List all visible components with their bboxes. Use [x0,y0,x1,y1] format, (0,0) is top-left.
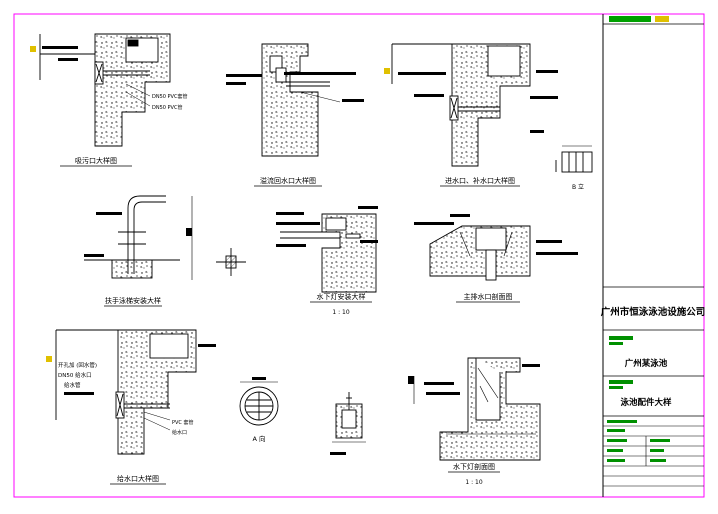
detail-skimmer: DN50 PVC套管 DN50 PVC管 吸污口大样图 [30,33,187,167]
detail-gutter: 水下灯剖面图 1 : 10 [408,357,541,486]
view-a-label: A 向 [252,434,265,443]
ladder-caption: 扶手泳梯安装大样 [105,296,161,305]
title-header-tag [655,16,669,22]
title-header-bar [609,16,651,22]
light-scale: 1 : 10 [332,309,349,316]
detail-ladder: 扶手泳梯安装大样 [84,195,246,307]
return-note-3: 给水管 [64,381,81,389]
return-note-5: 给水口 [172,429,187,436]
title-block: 广州市恒泳泳池设施公司 广州某泳池 泳池配件大样 [601,16,706,487]
detail-plan-view: B 立 [555,145,593,191]
gutter-caption: 水下灯剖面图 [453,462,495,471]
signoff-grid [603,425,704,487]
company-name: 广州市恒泳泳池设施公司 [601,306,706,318]
detail-pit [330,392,366,455]
overflow-caption: 溢流回水口大样图 [260,176,316,185]
detail-view-a: A 向 [239,377,279,443]
return-note-2: DN50 给水口 [58,371,92,379]
drawing-title: 泳池配件大样 [620,397,672,408]
plan-view-label: B 立 [572,183,584,191]
main-drain-caption: 主排水口剖面图 [464,292,513,301]
skimmer-note-2: DN50 PVC管 [152,104,182,111]
gutter-scale: 1 : 10 [465,479,482,486]
detail-light: 水下灯安装大样 1 : 10 [276,206,378,316]
return-caption: 给水口大样图 [117,474,159,483]
project-name: 广州某泳池 [625,358,668,369]
return-note-1: 开孔加 (回水管) [58,361,97,369]
skimmer-note-1: DN50 PVC套管 [152,93,187,100]
detail-inlet: 进水口、补水口大样图 [384,43,558,187]
signoff-labels [607,420,670,462]
inlet-caption: 进水口、补水口大样图 [445,176,515,185]
sheet-border [13,13,705,498]
detail-return: 开孔加 (回水管) DN50 给水口 给水管 PVC 套管 给水口 给水口大样图 [46,329,216,485]
detail-overflow: 溢流回水口大样图 [226,43,364,187]
return-note-4: PVC 套管 [172,419,194,426]
detail-main-drain: 主排水口剖面图 [414,214,578,303]
skimmer-caption: 吸污口大样图 [75,156,117,165]
light-caption: 水下灯安装大样 [317,292,366,301]
